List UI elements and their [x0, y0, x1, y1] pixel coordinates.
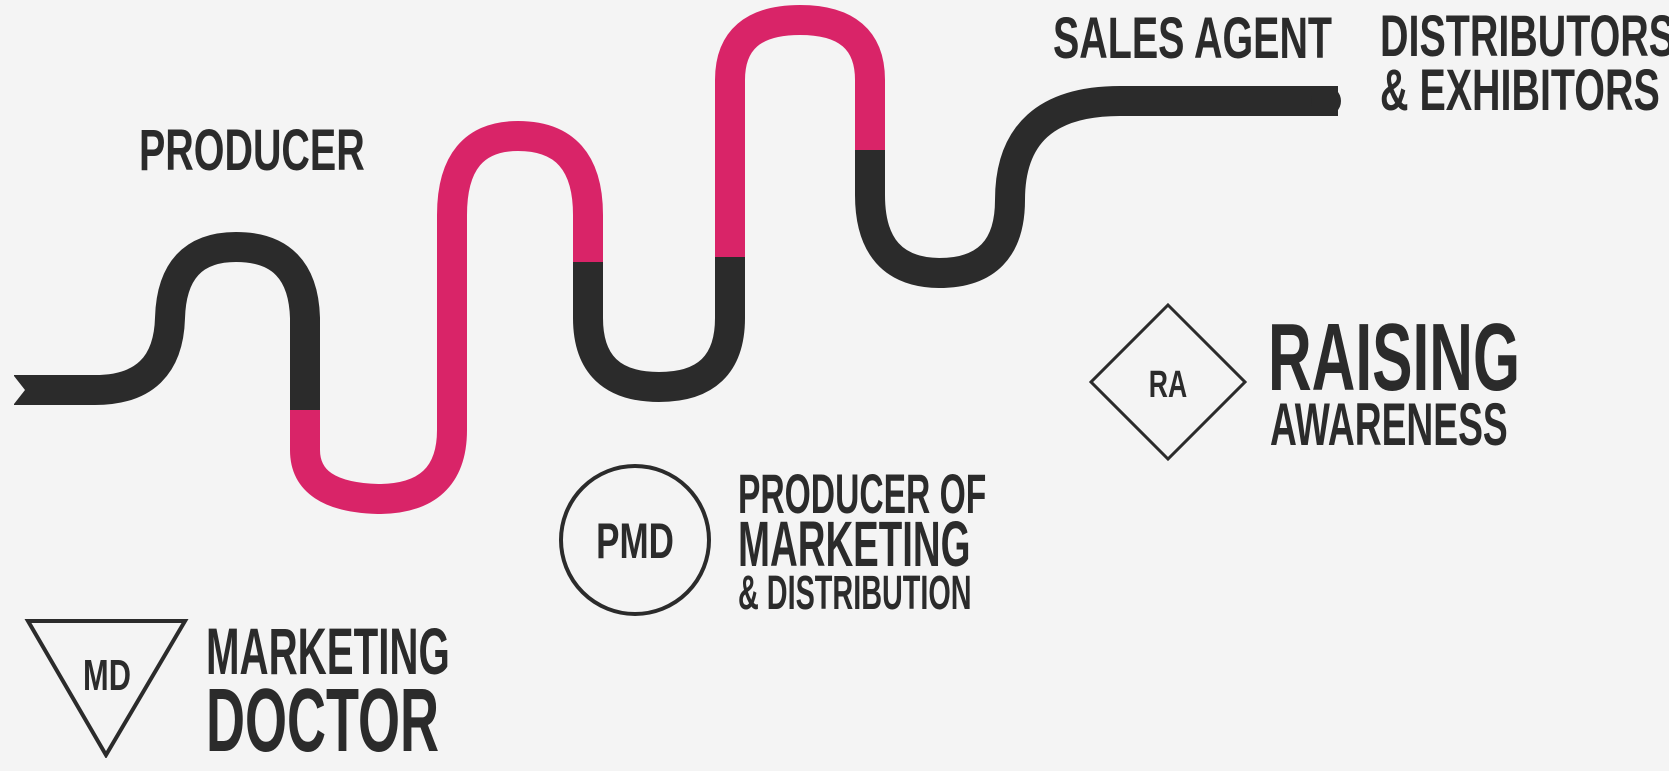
- raising-awareness-subtitle: AWARENESS: [1270, 391, 1508, 458]
- distributors-line-2: & EXHIBITORS: [1380, 58, 1660, 123]
- path-segment-end: [855, 86, 1338, 288]
- marketing-doctor-line-1: MARKETING: [206, 614, 450, 688]
- pmd-badge-text: PMD: [596, 514, 674, 570]
- stage-label-distributors: DISTRIBUTORS & EXHIBITORS: [1380, 4, 1669, 123]
- raising-awareness-title: RAISING: [1268, 304, 1521, 411]
- diamond-icon: [1088, 302, 1248, 462]
- marketing-doctor-line-2: DOCTOR: [206, 671, 440, 771]
- pmd-title-line-1: PRODUCER OF: [738, 462, 987, 525]
- md-badge: MD: [24, 619, 189, 759]
- pmd-badge: PMD: [559, 464, 711, 616]
- inverted-triangle-icon: [24, 619, 189, 759]
- stage-label-sales-agent: SALES AGENT: [1053, 6, 1333, 71]
- ra-badge-text: RA: [1149, 362, 1187, 405]
- path-segment-peak: [715, 5, 885, 257]
- pmd-title-line-3: & DISTRIBUTION: [738, 567, 972, 620]
- path-segment-start: [14, 232, 320, 410]
- path-segment-valley-2: [573, 257, 745, 402]
- ra-badge: RA: [1088, 302, 1248, 462]
- path-end-cap: [1311, 86, 1341, 116]
- path-segment-valley-1: [290, 121, 603, 514]
- pmd-title-line-2: MARKETING: [738, 508, 971, 580]
- stage-label-producer: PRODUCER: [139, 118, 365, 183]
- path-start-cap: [14, 376, 25, 404]
- distributors-line-1: DISTRIBUTORS: [1380, 4, 1669, 69]
- md-badge-text: MD: [83, 652, 131, 701]
- circle-icon: [559, 464, 711, 616]
